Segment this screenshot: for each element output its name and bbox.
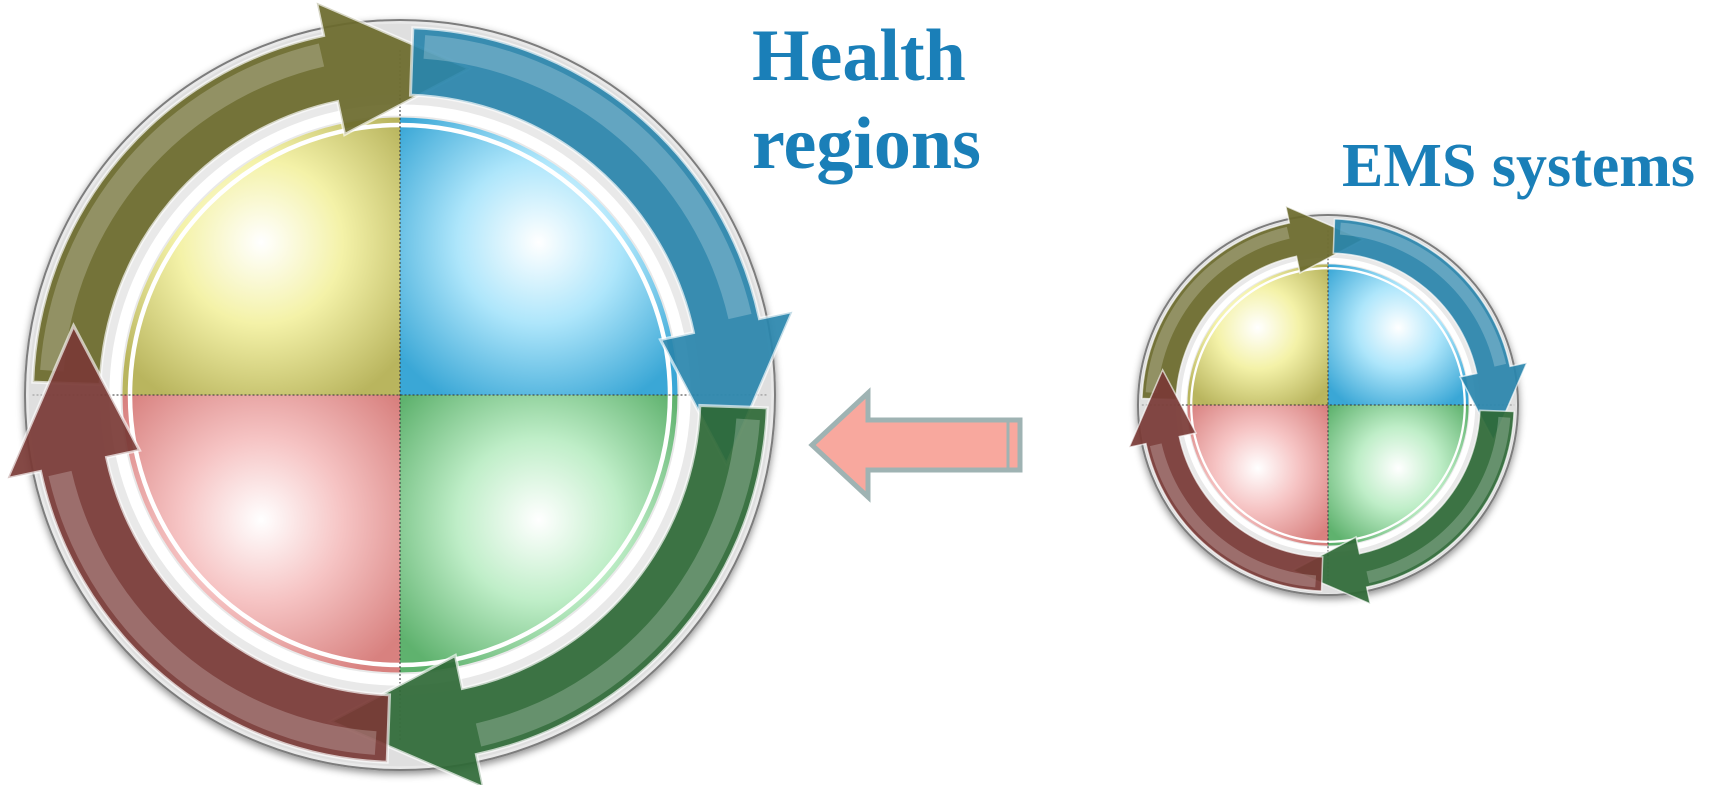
connector-arrow-shape [812, 393, 1020, 497]
ems-systems-label: EMS systems [1342, 128, 1695, 204]
large-cycle [8, 3, 793, 785]
small-cycle [1129, 206, 1527, 604]
health-regions-label-line: regions [752, 103, 981, 185]
health-regions-label-line: Health [752, 15, 966, 97]
connector-arrow [812, 393, 1020, 497]
